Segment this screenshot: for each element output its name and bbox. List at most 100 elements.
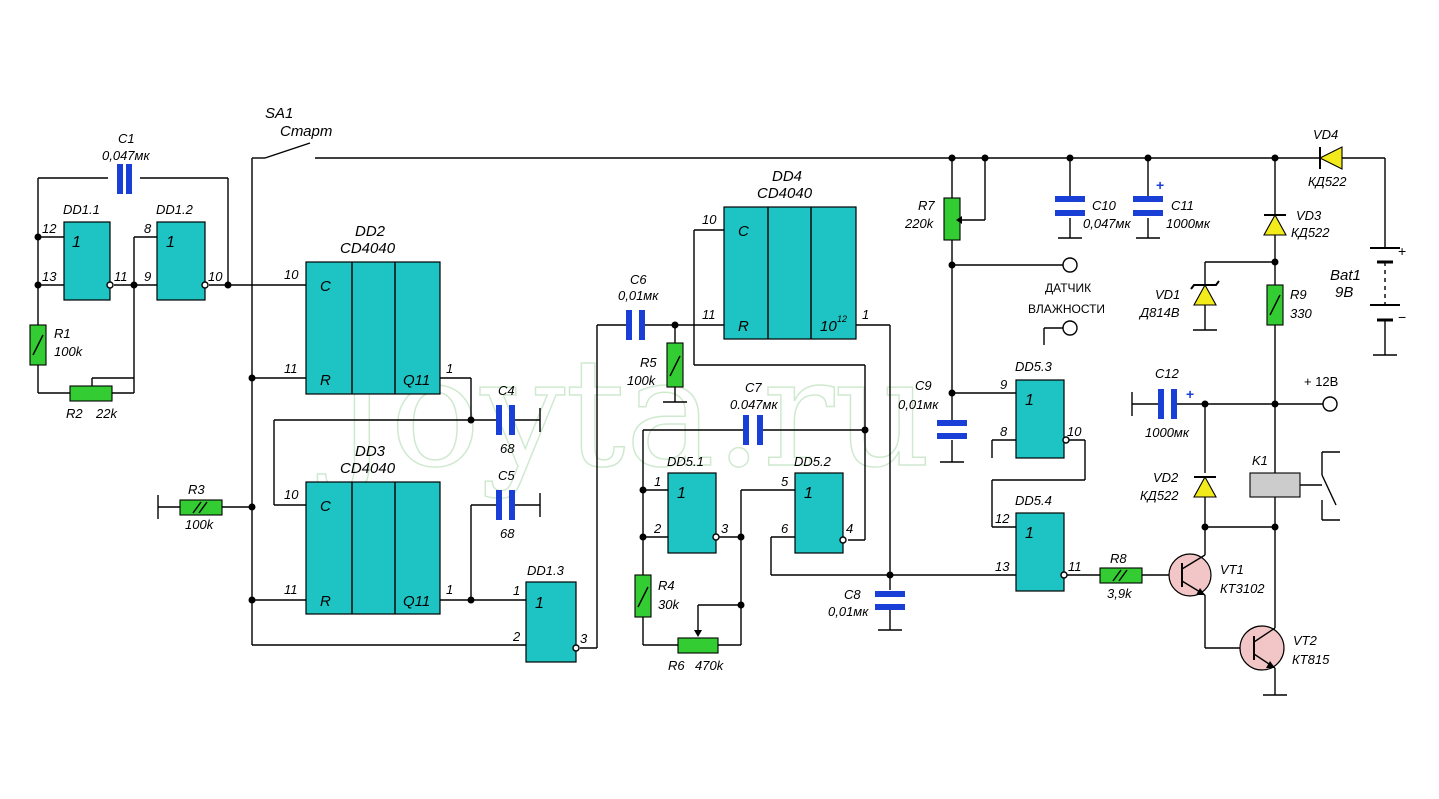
dd4-out-exp: 12: [837, 314, 847, 324]
pin-label: 4: [846, 521, 853, 536]
pin-label: 1: [862, 307, 869, 322]
resistor-r1: R1 100k: [29, 324, 84, 366]
capacitor-c11: + C11 1000мк: [1133, 177, 1211, 231]
wires: [37, 142, 1397, 696]
dd5-3-ref: DD5.3: [1015, 359, 1053, 374]
pin-label: 5: [781, 474, 789, 489]
dd5-2-symbol: 1: [804, 485, 813, 502]
sensor-label-line2: ВЛАЖНОСТИ: [1028, 302, 1105, 316]
dd3-r: R: [320, 593, 331, 610]
r9-ref: R9: [1290, 287, 1307, 302]
potentiometer-r7: R7 220k: [904, 197, 962, 241]
resistor-r4: R4 30k: [634, 574, 680, 618]
counter-dd3: DD3 CD4040 C R Q11 10 11 1: [284, 443, 453, 615]
r3-ref: R3: [188, 482, 205, 497]
vt1-value: КТ3102: [1220, 581, 1265, 596]
c5-value: 68: [500, 526, 515, 541]
r7-ref: R7: [918, 198, 935, 213]
c1-ref: C1: [118, 131, 135, 146]
vd3-value: КД522: [1291, 225, 1330, 240]
r4-ref: R4: [658, 578, 675, 593]
c12-ref: C12: [1155, 366, 1180, 381]
gate-dd1-2: 1 DD1.2 8 9 10: [144, 202, 223, 301]
dd3-out: Q11: [403, 593, 430, 610]
switch-sa1: SA1 Старт: [265, 105, 332, 140]
capacitor-c1: C1 0,047мк: [102, 131, 150, 194]
transistor-vt2: VT2 КТ815: [1239, 620, 1330, 675]
r7-value: 220k: [904, 216, 935, 231]
vd3-ref: VD3: [1296, 208, 1322, 223]
zener-vd1: VD1 Д814В: [1138, 280, 1220, 320]
pin-label: 1: [446, 582, 453, 597]
battery-bat1: + − Bat1 9В: [1330, 243, 1406, 325]
capacitor-c9: C9 0,01мк: [898, 378, 967, 439]
r2-value: 22k: [95, 406, 118, 421]
gate-dd5-1: 1 DD5.1 1 2 3: [653, 454, 729, 554]
capacitor-c12: + C12 1000мк: [1145, 366, 1194, 440]
dd4-ref: DD4: [772, 168, 802, 185]
bat1-plus: +: [1398, 243, 1406, 259]
vt2-ref: VT2: [1293, 633, 1318, 648]
vt2-value: КТ815: [1292, 652, 1330, 667]
diode-vd2: VD2 КД522: [1140, 470, 1217, 503]
diode-vd4: VD4 КД522: [1308, 127, 1347, 189]
sa1-ref: SA1: [265, 105, 293, 122]
dd2-type: CD4040: [340, 240, 396, 257]
dd1-1-symbol: 1: [72, 234, 81, 251]
pin-label: 10: [284, 487, 299, 502]
r5-ref: R5: [640, 355, 657, 370]
r5-value: 100k: [627, 373, 657, 388]
capacitor-c7: C7 0.047мк: [730, 380, 778, 445]
supply-terminal: + 12В: [1304, 374, 1338, 412]
pin-label: 8: [144, 221, 152, 236]
r9-value: 330: [1290, 306, 1312, 321]
dd5-1-symbol: 1: [677, 485, 686, 502]
c6-value: 0,01мк: [618, 288, 659, 303]
pin-label: 10: [702, 212, 717, 227]
r4-value: 30k: [658, 597, 680, 612]
c5-ref: C5: [498, 468, 515, 483]
gate-dd1-1: 1 DD1.1 12 13 11: [42, 202, 128, 301]
pin-label: 9: [144, 269, 151, 284]
pin-label: 11: [284, 582, 298, 597]
pin-label: 6: [781, 521, 789, 536]
gate-dd5-4: 1 DD5.4 12 13 11: [995, 493, 1082, 592]
pin-label: 13: [995, 559, 1010, 574]
potentiometer-r6: R6 470k: [668, 630, 725, 673]
dd5-1-ref: DD5.1: [667, 454, 704, 469]
vd2-ref: VD2: [1153, 470, 1179, 485]
c11-value: 1000мк: [1166, 216, 1211, 231]
bat1-ref: Bat1: [1330, 267, 1361, 284]
dd3-c: C: [320, 498, 331, 515]
c10-ref: C10: [1092, 198, 1117, 213]
bat1-value: 9В: [1335, 284, 1353, 301]
c7-ref: C7: [745, 380, 762, 395]
c10-value: 0,047мк: [1083, 216, 1131, 231]
resistor-r5: R5 100k: [627, 342, 684, 388]
counter-dd2: DD2 CD4040 C R Q11 10 11 1: [284, 223, 453, 395]
pin-label: 3: [580, 631, 588, 646]
pin-label: 2: [512, 629, 521, 644]
c4-value: 68: [500, 441, 515, 456]
vd4-value: КД522: [1308, 174, 1347, 189]
pin-label: 11: [1068, 559, 1082, 574]
c4-ref: C4: [498, 383, 515, 398]
dd2-c: C: [320, 278, 331, 295]
pin-label: 2: [653, 521, 662, 536]
dd4-c: C: [738, 223, 749, 240]
pin-label: 12: [995, 511, 1010, 526]
dd4-r: R: [738, 318, 749, 335]
r6-value: 470k: [695, 658, 725, 673]
capacitor-c5: C5 68: [496, 468, 515, 541]
pin-label: 11: [702, 307, 716, 322]
pin-label: 8: [1000, 424, 1008, 439]
c8-ref: C8: [844, 587, 861, 602]
pin-label: 10: [208, 269, 223, 284]
supply-label: + 12В: [1304, 374, 1338, 389]
gate-dd5-3: 1 DD5.3 9 8 10: [1000, 359, 1082, 459]
dd2-out: Q11: [403, 372, 430, 389]
c8-value: 0,01мк: [828, 604, 869, 619]
capacitor-c8: C8 0,01мк: [828, 587, 905, 619]
junction-dots: [34, 154, 1279, 609]
capacitor-c4: C4 68: [496, 383, 515, 456]
